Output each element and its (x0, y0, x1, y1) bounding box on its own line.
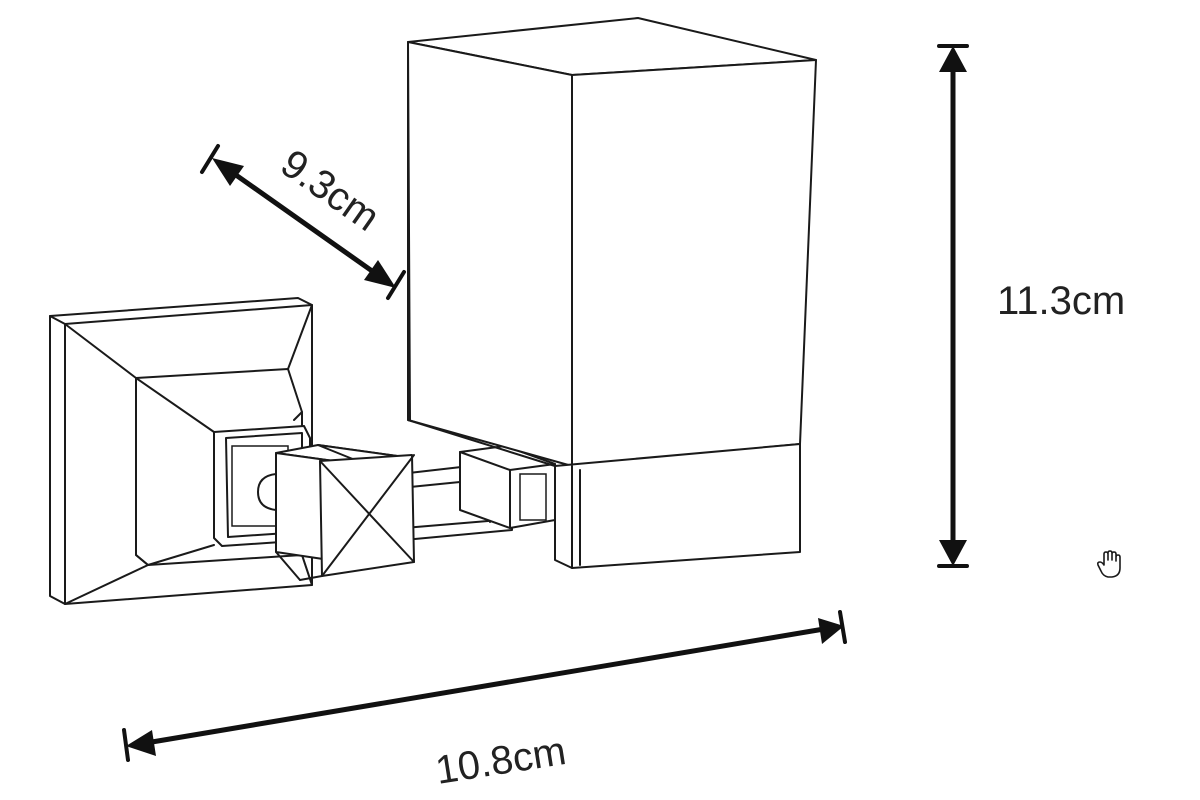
depth-label: 9.3cm (273, 141, 387, 240)
height-label: 11.3cm (997, 279, 1125, 323)
width-dimension: 10.8cm (122, 610, 847, 793)
wall-mount-plate (49, 297, 313, 605)
width-label: 10.8cm (433, 729, 569, 793)
tumbler-cup (407, 17, 817, 569)
hand-cursor-icon (1096, 550, 1121, 578)
depth-dimension: 9.3cm (200, 141, 406, 300)
support-arm (275, 444, 556, 581)
height-dimension: 11.3cm (937, 44, 1125, 568)
